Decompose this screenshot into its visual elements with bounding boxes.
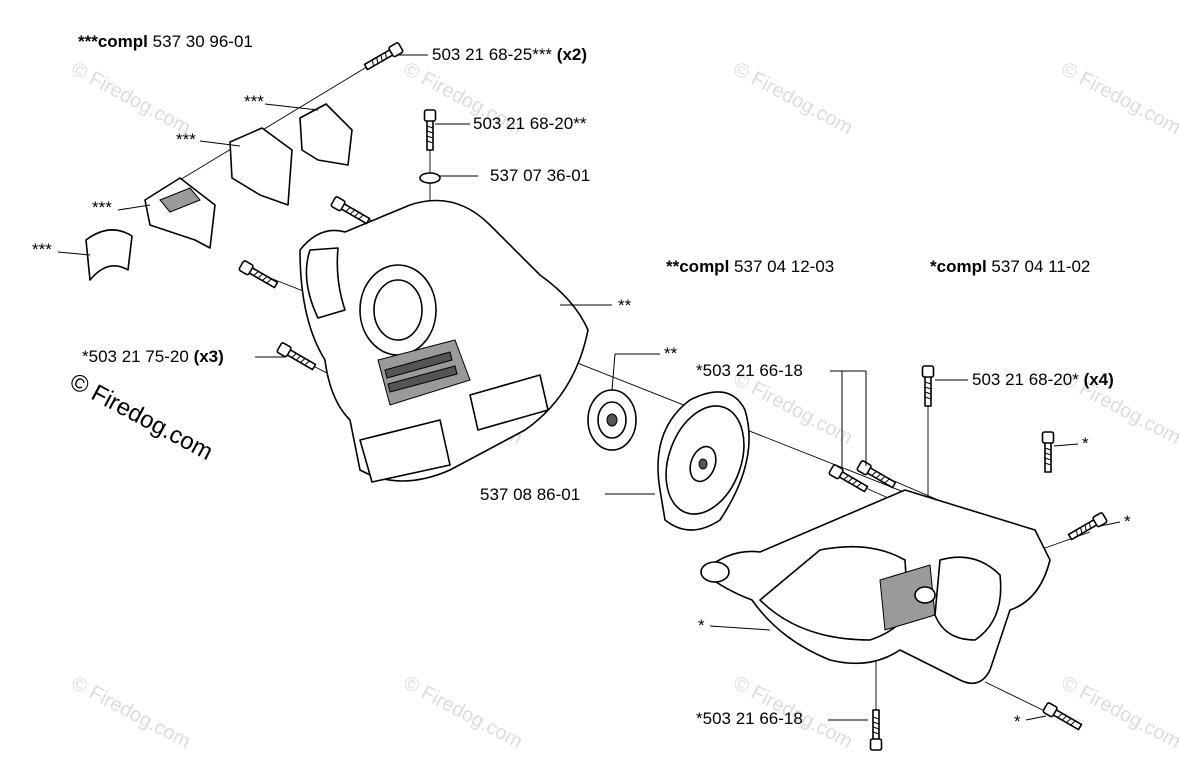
bracket-piece-2 xyxy=(144,177,216,249)
kit-label-number: 537 04 11-02 xyxy=(991,257,1091,276)
bolt xyxy=(869,709,883,751)
bolt xyxy=(423,109,437,151)
leader-lines xyxy=(57,54,1121,721)
bracket-pieces xyxy=(85,103,353,281)
bracket-piece-3 xyxy=(229,127,293,206)
part-number: 503 21 68-20* xyxy=(972,370,1079,389)
part-label-bearing: ** xyxy=(664,344,678,363)
part-label-bolt-20-top: 503 21 68-20** xyxy=(473,114,587,133)
part-qty: (x4) xyxy=(1083,370,1114,389)
bolt xyxy=(362,41,405,73)
o-ring xyxy=(419,172,441,184)
crankcase xyxy=(700,489,1051,685)
part-label-screw-66-bottom: *503 21 66-18 xyxy=(696,709,803,728)
part-number: 503 21 68-25*** xyxy=(432,45,553,64)
part-label-screw-75: *503 21 75-20 (x3) xyxy=(82,347,224,367)
bolt xyxy=(1041,701,1084,733)
bolt xyxy=(329,195,372,227)
part-label-crankcase: * xyxy=(698,616,705,635)
part-label-flange: 537 08 86-01 xyxy=(480,485,581,504)
part-label-oring: 537 07 36-01 xyxy=(490,166,591,185)
part-label-star3-b: *** xyxy=(176,130,196,149)
kit-label-prefix: **compl xyxy=(666,257,730,276)
part-label-star3-d: *** xyxy=(32,240,52,259)
part-label-small-bolt: * xyxy=(1082,434,1089,453)
kit-label-prefix: ***compl xyxy=(78,32,148,51)
part-qty: (x3) xyxy=(193,347,224,366)
part-label-bottom-bolt: * xyxy=(1014,712,1021,731)
part-label-star3-c: *** xyxy=(92,198,112,217)
part-label-screw-66-top: *503 21 66-18 xyxy=(696,361,803,380)
bolt xyxy=(921,365,935,407)
clutch-housing xyxy=(299,199,589,483)
bearing xyxy=(587,389,637,451)
kit-label-compl3: ***compl 537 30 96-01 xyxy=(78,32,253,52)
part-label-side-bolt: * xyxy=(1124,512,1131,531)
kit-label-prefix: *compl xyxy=(930,257,987,276)
part-label-bolt-20-x4: 503 21 68-20* (x4) xyxy=(972,370,1114,390)
part-qty: (x2) xyxy=(556,45,588,64)
part-number: *503 21 75-20 xyxy=(82,347,189,366)
bolt xyxy=(237,259,280,291)
part-label-housing: ** xyxy=(618,296,632,315)
part-label-bolt-25: 503 21 68-25*** (x2) xyxy=(432,45,587,65)
clutch-drum xyxy=(657,391,750,531)
bracket-piece-1 xyxy=(85,229,133,281)
bolt xyxy=(1041,431,1055,473)
kit-label-compl1: *compl 537 04 11-02 xyxy=(930,257,1090,277)
part-label-star3-a: *** xyxy=(244,92,264,111)
kit-label-compl2: **compl 537 04 12-03 xyxy=(666,257,834,277)
kit-label-number: 537 30 96-01 xyxy=(152,32,253,51)
kit-label-number: 537 04 12-03 xyxy=(734,257,835,276)
bolt xyxy=(1066,511,1109,543)
bracket-piece-4 xyxy=(299,103,353,166)
